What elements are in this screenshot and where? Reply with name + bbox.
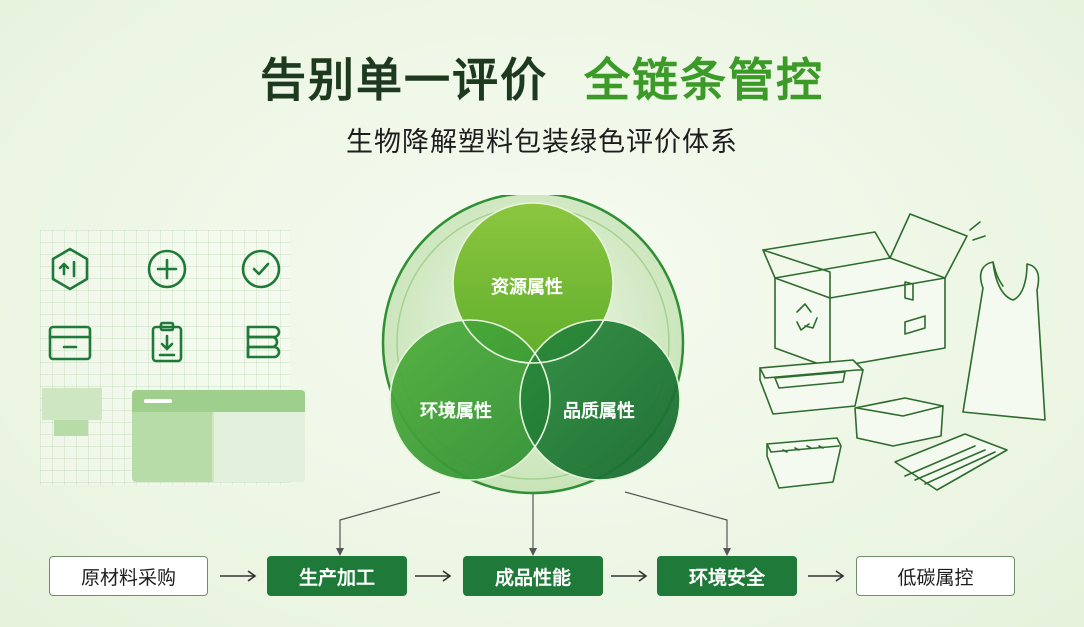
venn-label-quality: 品质属性 [563, 401, 635, 422]
window-content [214, 412, 305, 482]
title-main: 告别单一评价 [259, 53, 548, 107]
window-title-line [144, 399, 172, 403]
flow-step-low-carbon: 低碳属控 [856, 556, 1015, 596]
window-titlebar [132, 390, 305, 412]
flow-step-raw-material: 原材料采购 [49, 556, 208, 596]
card-icon [45, 318, 95, 368]
page-subtitle: 生物降解塑料包装绿色评价体系 [346, 127, 738, 158]
arrow-right-icon [220, 570, 257, 582]
cardboard-box-icon [762, 213, 986, 369]
arrow-right-icon [808, 570, 845, 582]
flow-step-production: 生产加工 [267, 556, 407, 596]
hex-recycle-icon [45, 244, 95, 294]
deco-block-mid [54, 420, 88, 436]
page-title: 告别单一评价 全链条管控 [0, 44, 1084, 110]
flow-step-product-performance: 成品性能 [463, 556, 603, 596]
deco-block-light [42, 388, 102, 420]
plus-circle-icon [142, 244, 192, 294]
venn-label-environment: 环境属性 [420, 401, 492, 422]
venn-circle-quality [520, 320, 680, 480]
arrow-right-icon [415, 570, 452, 582]
window-mockup [132, 390, 305, 482]
food-container-icon [759, 359, 944, 489]
flow-step-environmental-safety: 环境安全 [657, 556, 797, 596]
arrow-right-icon [611, 570, 648, 582]
venn-label-resource: 资源属性 [491, 277, 563, 298]
packaging-illustration [759, 213, 1046, 491]
check-circle-icon [236, 244, 286, 294]
title-accent: 全链条管控 [584, 53, 825, 107]
window-sidebar [132, 412, 212, 482]
venn-diagram: 资源属性 环境属性 品质属性 [360, 191, 700, 500]
layers-icon [236, 318, 286, 368]
clipboard-download-icon [142, 318, 192, 368]
film-sheet-icon [894, 433, 1008, 491]
shopping-bag-icon [962, 261, 1046, 421]
